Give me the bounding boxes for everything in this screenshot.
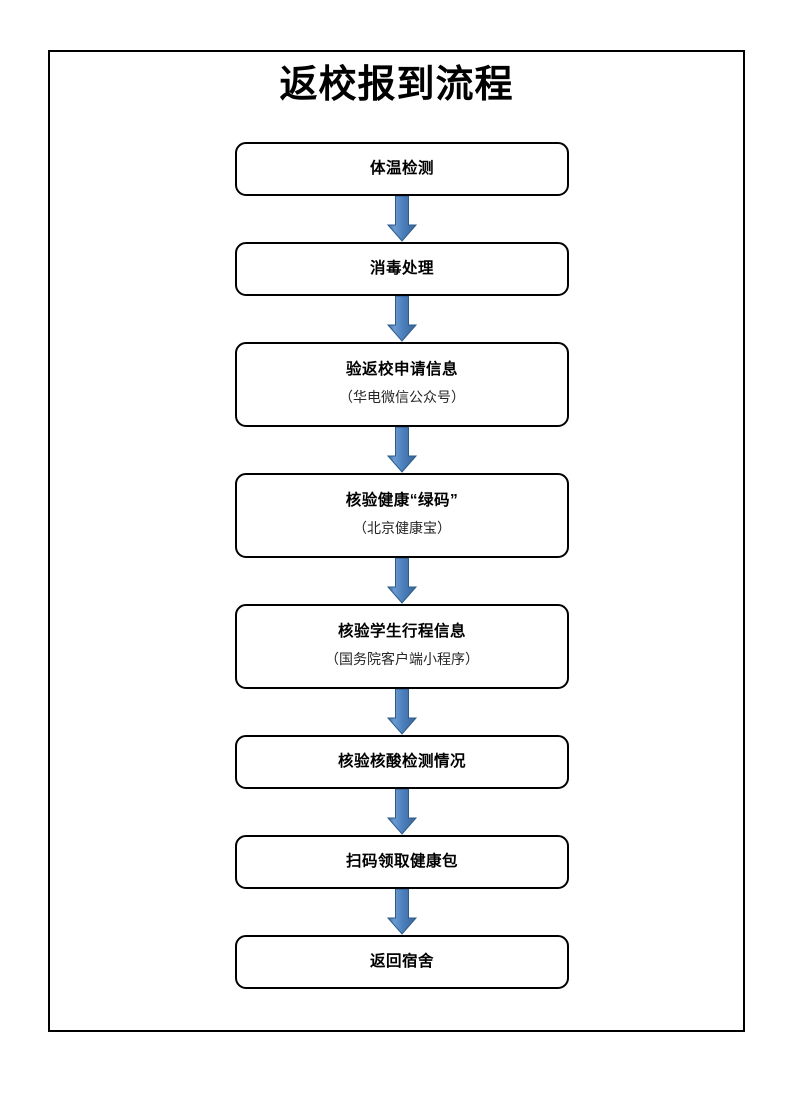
flow-connector-4 — [235, 558, 569, 604]
flow-node-label: 核验学生行程信息 — [337, 623, 466, 641]
down-arrow-icon — [386, 789, 418, 835]
flow-node-5[interactable]: 核验学生行程信息 （国务院客户端小程序） — [235, 604, 569, 689]
flow-node-label: 扫码领取健康包 — [345, 852, 458, 870]
flow-node-sublabel: （国务院客户端小程序） — [325, 652, 479, 668]
flow-node-3[interactable]: 验返校申请信息 （华电微信公众号） — [235, 342, 569, 427]
down-arrow-icon — [386, 196, 418, 242]
flow-connector-1 — [235, 196, 569, 242]
flow-node-label: 核验健康“绿码” — [345, 492, 459, 510]
flow-node-label: 返回宿舍 — [369, 952, 434, 970]
document-frame: 返校报到流程 体温检测消毒处理验返校申请信息 （华电微信公众号） 核验健康“绿码” （… — [48, 50, 745, 1032]
flow-node-label: 验返校申请信息 — [345, 361, 458, 379]
flow-connector-2 — [235, 296, 569, 342]
flow-connector-6 — [235, 789, 569, 835]
flow-node-label: 核验核酸检测情况 — [337, 752, 466, 770]
flow-node-label: 消毒处理 — [369, 259, 434, 277]
down-arrow-icon — [386, 558, 418, 604]
flow-node-label: 体温检测 — [369, 159, 434, 177]
flow-node-6[interactable]: 核验核酸检测情况 — [235, 735, 569, 789]
flow-node-8[interactable]: 返回宿舍 — [235, 935, 569, 989]
down-arrow-icon — [386, 427, 418, 473]
down-arrow-icon — [386, 689, 418, 735]
down-arrow-icon — [386, 889, 418, 935]
page-title: 返校报到流程 — [279, 64, 514, 106]
flow-node-sublabel: （华电微信公众号） — [339, 390, 465, 406]
flow-connector-7 — [235, 889, 569, 935]
flow-connector-5 — [235, 689, 569, 735]
flow-node-4[interactable]: 核验健康“绿码” （北京健康宝） — [235, 473, 569, 558]
flow-node-2[interactable]: 消毒处理 — [235, 242, 569, 296]
flow-node-7[interactable]: 扫码领取健康包 — [235, 835, 569, 889]
flow-connector-3 — [235, 427, 569, 473]
flow-node-sublabel: （北京健康宝） — [353, 521, 451, 537]
flowchart-container: 体温检测消毒处理验返校申请信息（华电微信公众号）核验健康“绿码”（北京健康宝）核… — [235, 142, 569, 989]
down-arrow-icon — [386, 296, 418, 342]
flow-node-1[interactable]: 体温检测 — [235, 142, 569, 196]
